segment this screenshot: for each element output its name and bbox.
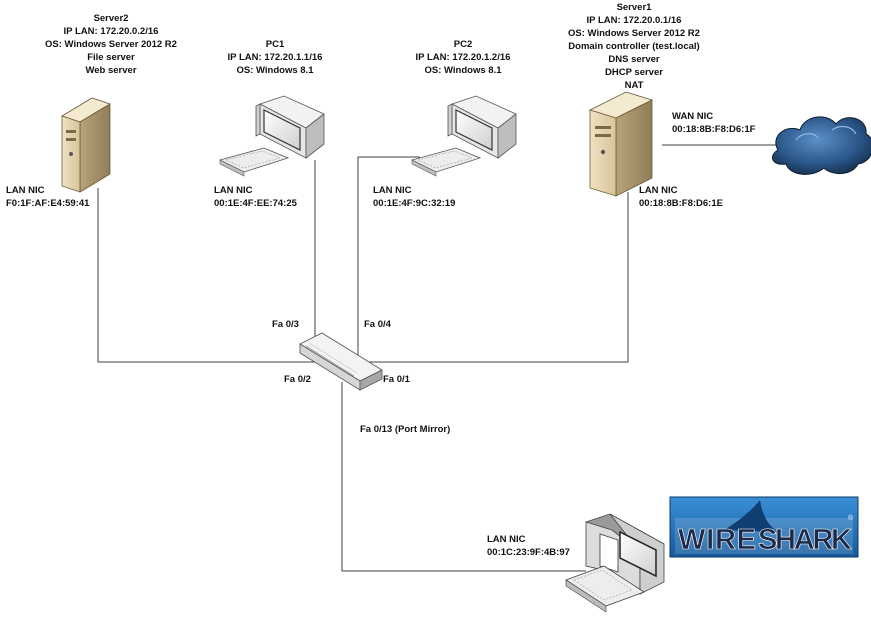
pc2-os: OS: Windows 8.1 — [425, 65, 503, 76]
pc2-label: PC2 IP LAN: 172.20.1.2/16 OS: Windows 8.… — [416, 39, 511, 76]
link-mirror-laptop — [341, 382, 586, 572]
server1-label: Server1 IP LAN: 172.20.0.1/16 OS: Window… — [568, 2, 700, 91]
server1-lan-nic-label: LAN NIC — [639, 185, 678, 196]
internet-cloud-icon — [771, 116, 871, 175]
server1-wan-nic-label: WAN NIC — [672, 111, 713, 122]
pc1-label: PC1 IP LAN: 172.20.1.1/16 OS: Windows 8.… — [228, 39, 323, 76]
wireshark-logo: WIRE SHARK ® — [669, 496, 859, 558]
server1-name: Server1 — [617, 2, 653, 13]
link-server2-switch — [97, 188, 330, 363]
server2-role-0: File server — [87, 52, 135, 63]
server1-role-1: DNS server — [608, 54, 660, 65]
wireshark-text-shark: SHARK — [758, 524, 852, 556]
server1-os: OS: Windows Server 2012 R2 — [568, 28, 700, 39]
port-fa013: Fa 0/13 (Port Mirror) — [360, 424, 450, 435]
pc1-icon — [218, 95, 325, 177]
connection-lines — [97, 144, 776, 572]
wireshark-reg-mark: ® — [848, 514, 854, 522]
pc2-nic-mac: 00:1E:4F:9C:32:19 — [373, 198, 455, 209]
port-fa01: Fa 0/1 — [383, 374, 411, 385]
laptop-nic-mac: 00:1C:23:9F:4B:97 — [487, 547, 570, 558]
port-fa02: Fa 0/2 — [284, 374, 311, 385]
server1-role-3: NAT — [625, 80, 644, 91]
server2-ip: IP LAN: 172.20.0.2/16 — [64, 26, 159, 37]
wireshark-text-wire: WIRE — [678, 524, 756, 556]
pc1-name: PC1 — [266, 39, 285, 50]
server1-lan-nic-mac: 00:18:8B:F8:D6:1E — [639, 198, 723, 209]
server2-nic-label: LAN NIC — [6, 185, 45, 196]
laptop-nic-label: LAN NIC — [487, 534, 526, 545]
switch-icon — [299, 332, 383, 391]
server2-role-1: Web server — [85, 65, 136, 76]
laptop-icon — [565, 513, 665, 613]
pc2-ip: IP LAN: 172.20.1.2/16 — [416, 52, 511, 63]
server1-ip: IP LAN: 172.20.0.1/16 — [587, 15, 682, 26]
pc2-icon — [410, 95, 517, 177]
pc2-name: PC2 — [454, 39, 472, 50]
server2-os: OS: Windows Server 2012 R2 — [45, 39, 177, 50]
server2-nic-mac: F0:1F:AF:E4:59:41 — [6, 198, 90, 209]
link-pc2-switch — [357, 156, 420, 372]
server1-role-2: DHCP server — [605, 67, 663, 78]
server1-icon — [588, 91, 654, 197]
port-fa03: Fa 0/3 — [272, 319, 299, 330]
pc1-ip: IP LAN: 172.20.1.1/16 — [228, 52, 323, 63]
link-server1-switch — [368, 192, 629, 363]
pc1-os: OS: Windows 8.1 — [237, 65, 315, 76]
server1-wan-nic-mac: 00:18:8B:F8:D6:1F — [672, 124, 756, 135]
pc2-nic-label: LAN NIC — [373, 185, 412, 196]
link-pc1-switch — [314, 160, 323, 351]
server2-name: Server2 — [94, 13, 129, 24]
server2-label: Server2 IP LAN: 172.20.0.2/16 OS: Window… — [45, 13, 177, 76]
port-fa04: Fa 0/4 — [364, 319, 392, 330]
pc1-nic-label: LAN NIC — [214, 185, 253, 196]
server2-icon — [61, 97, 111, 193]
pc1-nic-mac: 00:1E:4F:EE:74:25 — [214, 198, 298, 209]
server1-role-0: Domain controller (test.local) — [568, 41, 699, 52]
